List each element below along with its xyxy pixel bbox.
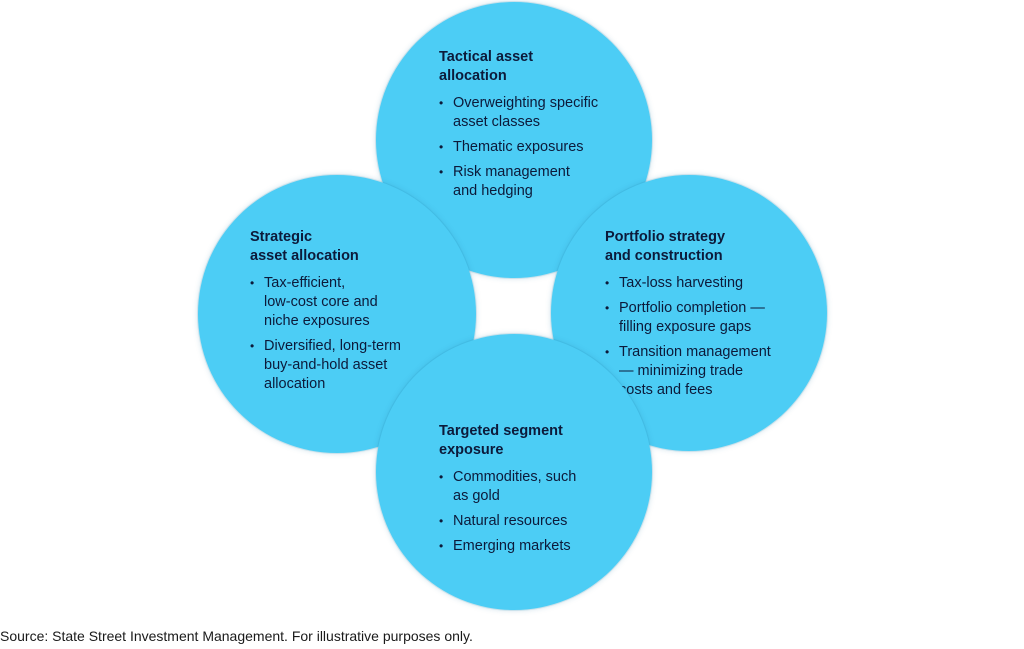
circle-title: Strategic asset allocation [250, 228, 430, 266]
circle-content: Tactical asset allocation Overweighting … [439, 48, 619, 207]
bullet-line: filling exposure gaps [619, 319, 752, 335]
bullet-item: Thematic exposures [439, 138, 619, 157]
bullet-line: buy-and-hold asset [264, 357, 388, 373]
bullet-line: costs and fees [619, 382, 713, 398]
bullet-line: as gold [453, 488, 500, 504]
bullet-line: Risk management [453, 164, 570, 180]
circle-title: Portfolio strategy and construction [605, 228, 795, 266]
bullet-line: Thematic exposures [453, 139, 584, 155]
title-line: Strategic [250, 229, 313, 245]
title-line: exposure [439, 442, 504, 458]
bullet-list: Overweighting specific asset classes The… [439, 94, 619, 201]
bullet-line: Natural resources [453, 513, 568, 529]
bullet-line: Overweighting specific [453, 95, 599, 111]
title-line: allocation [439, 68, 507, 84]
circle-targeted-segment-exposure: Targeted segment exposure Commodities, s… [376, 334, 652, 610]
bullet-item: Tax-loss harvesting [605, 274, 795, 293]
bullet-line: Emerging markets [453, 538, 571, 554]
circle-strategic-asset-allocation: Strategic asset allocation Tax-efficient… [198, 175, 476, 453]
bullet-item: Diversified, long-term buy-and-hold asse… [250, 337, 430, 394]
bullet-line: allocation [264, 376, 326, 392]
bullet-list: Commodities, such as gold Natural resour… [439, 468, 619, 556]
circle-title: Targeted segment exposure [439, 422, 619, 460]
source-note: Source: State Street Investment Manageme… [0, 628, 473, 644]
bullet-item: Tax-efficient, low-cost core and niche e… [250, 274, 430, 331]
bullet-line: niche exposures [264, 313, 370, 329]
bullet-item: Transition management — minimizing trade… [605, 343, 795, 400]
bullet-line: Tax-efficient, [264, 275, 346, 291]
bullet-line: low-cost core and [264, 294, 378, 310]
bullet-item: Commodities, such as gold [439, 468, 619, 506]
title-line: Portfolio strategy [605, 229, 726, 245]
bullet-line: Diversified, long-term [264, 338, 401, 354]
circle-content: Portfolio strategy and construction Tax-… [605, 228, 795, 406]
bullet-line: Transition management [619, 344, 771, 360]
bullet-line: asset classes [453, 114, 541, 130]
bullet-item: Portfolio completion — filling exposure … [605, 299, 795, 337]
bullet-item: Natural resources [439, 512, 619, 531]
bullet-line: — minimizing trade [619, 363, 744, 379]
bullet-list: Tax-efficient, low-cost core and niche e… [250, 274, 430, 394]
bullet-list: Tax-loss harvesting Portfolio completion… [605, 274, 795, 400]
bullet-line: Commodities, such [453, 469, 577, 485]
bullet-item: Risk management and hedging [439, 163, 619, 201]
circle-content: Targeted segment exposure Commodities, s… [439, 422, 619, 562]
bullet-line: and hedging [453, 183, 533, 199]
title-line: Targeted segment [439, 423, 563, 439]
bullet-line: Portfolio completion — [619, 300, 765, 316]
bullet-item: Emerging markets [439, 537, 619, 556]
bullet-line: Tax-loss harvesting [619, 275, 744, 291]
title-line: Tactical asset [439, 49, 534, 65]
bullet-item: Overweighting specific asset classes [439, 94, 619, 132]
title-line: and construction [605, 248, 723, 264]
circle-title: Tactical asset allocation [439, 48, 619, 86]
title-line: asset allocation [250, 248, 359, 264]
circle-content: Strategic asset allocation Tax-efficient… [250, 228, 430, 400]
